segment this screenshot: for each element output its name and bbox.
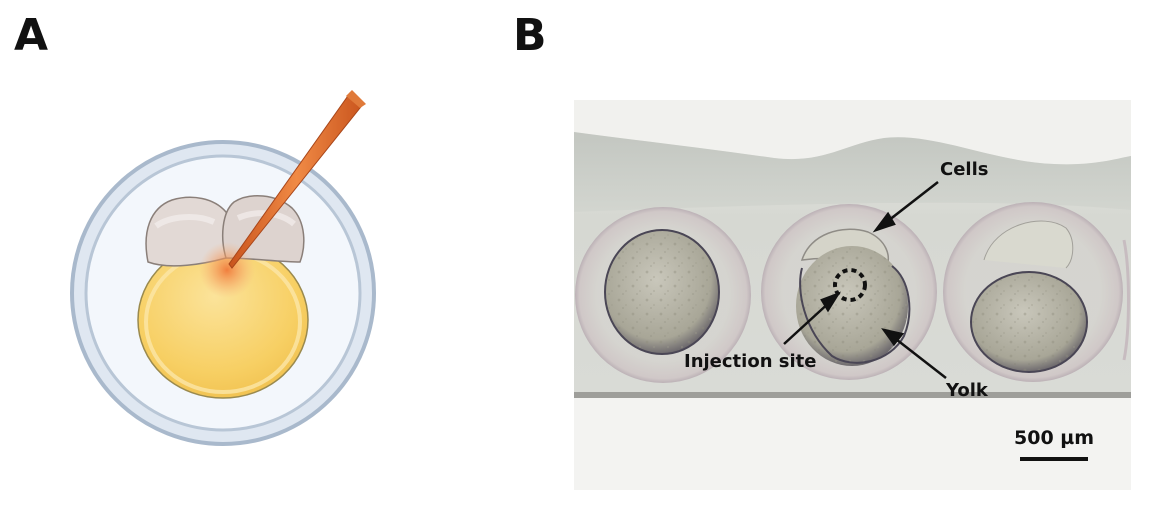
embryo-micrograph: Cells Injection site Yolk 500 µm: [574, 100, 1131, 490]
embryo-injection-schematic: [70, 90, 376, 446]
panel-label-b: B: [513, 10, 547, 61]
label-yolk: Yolk: [945, 380, 989, 401]
arrow-injection-site: [783, 299, 833, 345]
panel-label-a: A: [14, 10, 49, 61]
scale-bar: [1020, 457, 1088, 461]
arrow-cells: [883, 181, 939, 225]
scale-bar-label: 500 µm: [1014, 427, 1094, 449]
label-injection-site: Injection site: [684, 351, 816, 372]
label-cells: Cells: [940, 159, 988, 180]
arrow-yolk: [891, 335, 947, 379]
injection-site-marker: [833, 268, 867, 302]
